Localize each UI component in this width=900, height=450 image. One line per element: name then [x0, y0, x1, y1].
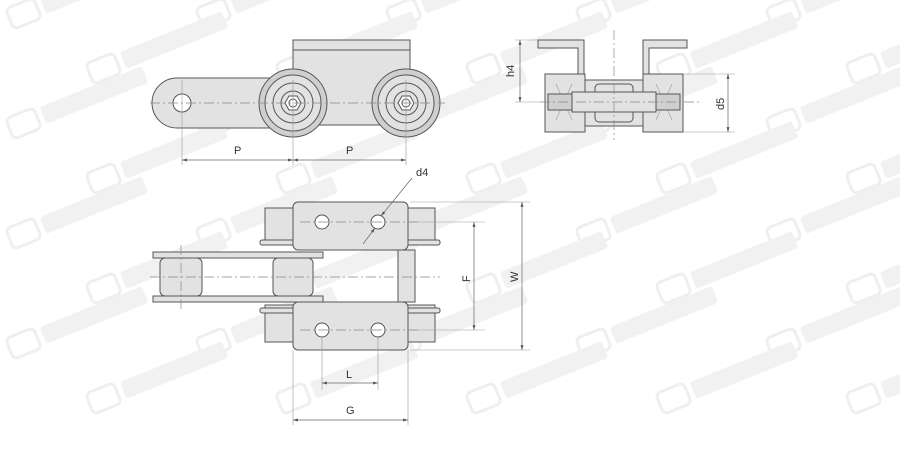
inner-link-upper [152, 251, 324, 259]
outer-plate-bottom [292, 301, 409, 351]
watermark-logo [465, 121, 608, 195]
watermark-logo [655, 121, 798, 195]
watermark-logo [465, 11, 608, 85]
G-label: G [346, 405, 355, 417]
watermark-logo [655, 341, 798, 415]
end-view: h4 d5 [505, 30, 735, 140]
bracket-top-strip [292, 39, 411, 51]
plan-view: d4 F W L G [150, 167, 530, 425]
F-label: F [461, 275, 473, 282]
watermark-logo [5, 286, 148, 360]
watermark-logo [845, 11, 900, 85]
watermark-logo [85, 11, 228, 85]
inner-link-lower [152, 295, 324, 303]
watermark-layer [5, 0, 900, 415]
watermark-logo [85, 341, 228, 415]
pitch-label-2: P [346, 145, 353, 157]
watermark-logo [5, 176, 148, 250]
watermark-logo [85, 231, 228, 305]
W-label: W [509, 271, 521, 282]
watermark-logo [845, 341, 900, 415]
watermark-logo [845, 231, 900, 305]
d5-label: d5 [715, 98, 727, 110]
d4-label: d4 [416, 167, 428, 179]
watermark-logo [655, 231, 798, 305]
side-view: P P [150, 39, 445, 165]
h4-label: h4 [505, 65, 517, 77]
watermark-logo [465, 231, 608, 305]
watermark-logo [465, 341, 608, 415]
outer-plate-top [292, 201, 409, 251]
watermark-logo [275, 121, 418, 195]
watermark-logo [845, 121, 900, 195]
L-label: L [346, 369, 352, 381]
watermark-logo [85, 121, 228, 195]
watermark-logo [5, 0, 148, 30]
cross-bar [397, 249, 416, 303]
watermark-logo [5, 66, 148, 140]
pitch-label-1: P [234, 145, 241, 157]
